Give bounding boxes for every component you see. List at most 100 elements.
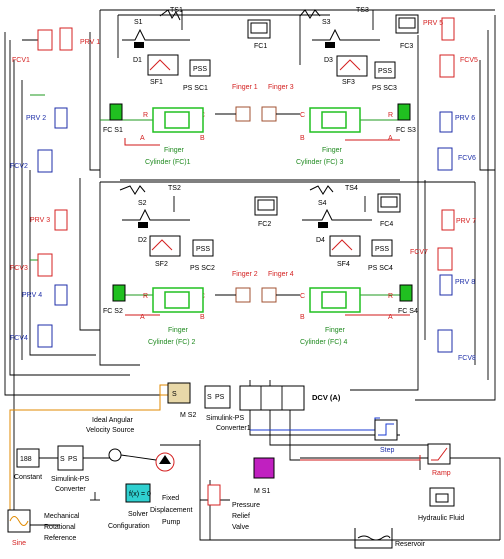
sine-label: Sine	[12, 540, 26, 547]
fcv1-label: FCV1	[12, 57, 30, 64]
prv6-valve[interactable]	[440, 112, 452, 132]
finger-cylinder-1[interactable]: FC S1 R C A B Finger Cylinder (FC)1	[103, 104, 205, 166]
dcv-label: DCV (A)	[312, 393, 341, 402]
converter-label: Converter	[55, 486, 86, 493]
pssc4-label: PS SC4	[368, 265, 393, 272]
svg-text:Ideal Angular: Ideal Angular	[92, 417, 134, 424]
fcs2-label: FC S2	[103, 308, 123, 315]
solver-label: Configuration	[108, 523, 150, 530]
hydraulic-fluid-label: Hydraulic Fluid	[418, 515, 464, 522]
svg-text:A: A	[388, 314, 393, 321]
sf1-label: SF1	[150, 79, 163, 86]
fcv2-valve[interactable]	[38, 150, 52, 172]
svg-text:B: B	[300, 135, 305, 142]
fc4-label: FC4	[380, 221, 393, 228]
svg-text:C: C	[300, 293, 305, 300]
left-valves: PRV 1 FCV1 PRV 2 FCV2 PRV 3 FCV3 PRV 4 F…	[10, 28, 100, 347]
svg-text:Finger: Finger	[322, 147, 343, 154]
svg-text:Displacement: Displacement	[150, 507, 192, 514]
mech-ref-label: Reference	[44, 535, 76, 542]
fcv5-label: FCV5	[460, 57, 478, 64]
ramp-label: Ramp	[432, 470, 451, 477]
finger-top-row: Finger 1 Finger 3	[215, 84, 300, 121]
prv1-valve[interactable]	[60, 28, 72, 50]
fcv8-valve[interactable]	[438, 330, 452, 352]
sf3-block[interactable]	[337, 56, 367, 76]
fcv5-valve[interactable]	[440, 55, 454, 77]
svg-text:PS: PS	[68, 456, 78, 463]
svg-text:C: C	[300, 112, 305, 119]
svg-text:R: R	[143, 293, 148, 300]
svg-text:Fixed: Fixed	[162, 495, 179, 502]
svg-text:PS: PS	[215, 394, 225, 401]
sf2-block[interactable]	[150, 236, 180, 256]
fc2-label: FC2	[258, 221, 271, 228]
prv3-label: PRV 3	[30, 217, 50, 224]
d2-label: D2	[138, 237, 147, 244]
sf3-label: SF3	[342, 79, 355, 86]
fcv1-valve[interactable]	[38, 30, 52, 50]
right-valves: PRV 5 FCV5 PRV 6 FCV6 PRV 7 FCV7 PRV 8 F…	[410, 18, 478, 362]
pssc3-label: PS SC3	[372, 85, 397, 92]
prv5-label: PRV 5	[423, 20, 443, 27]
fcs4-label: FC S4	[398, 308, 418, 315]
fcv4-valve[interactable]	[38, 325, 52, 347]
ms1-switch[interactable]	[254, 458, 274, 478]
svg-text:Simulink-PS: Simulink-PS	[51, 476, 89, 483]
svg-text:B: B	[300, 314, 305, 321]
svg-text:PSS: PSS	[378, 68, 392, 75]
sf2-label: SF2	[155, 261, 168, 268]
fcv7-valve[interactable]	[438, 248, 452, 270]
svg-text:Finger: Finger	[325, 327, 346, 334]
svg-text:PSS: PSS	[193, 66, 207, 73]
reservoir-label: Reservoir	[395, 541, 426, 548]
prv3-valve[interactable]	[55, 210, 67, 230]
svg-text:A: A	[140, 314, 145, 321]
finger-cylinder-3[interactable]: FC S3 C R B A Finger Cylinder (FC) 3	[296, 104, 416, 166]
svg-text:Finger: Finger	[164, 147, 185, 154]
finger4-label: Finger 4	[268, 271, 294, 278]
constant-value: 188	[20, 456, 32, 463]
prv7-label: PRV 7	[456, 218, 476, 225]
pssc1-label: PS SC1	[183, 85, 208, 92]
reservoir-tank[interactable]	[355, 528, 392, 548]
fcv7-label: FCV7	[410, 249, 428, 256]
fcv3-valve[interactable]	[38, 254, 52, 276]
fcv4-label: FCV4	[10, 335, 28, 342]
sensor-block-1: S1 TS1 FC1 D1 SF1 PSS PS SC1	[122, 7, 270, 92]
prv8-label: PRV 8	[455, 279, 475, 286]
fcv6-valve[interactable]	[438, 148, 452, 170]
sf4-block[interactable]	[330, 236, 360, 256]
svg-text:A: A	[388, 135, 393, 142]
prv7-valve[interactable]	[442, 210, 454, 230]
ts4-label: TS4	[345, 185, 358, 192]
fcs1-label: FC S1	[103, 127, 123, 134]
svg-text:B: B	[200, 314, 205, 321]
s1-label: S1	[134, 19, 143, 26]
prv2-label: PRV 2	[26, 115, 46, 122]
finger2-label: Finger 2	[232, 271, 258, 278]
fcv2-label: FCV2	[10, 163, 28, 170]
svg-text:S: S	[172, 391, 177, 398]
svg-text:B: B	[200, 135, 205, 142]
prv2-valve[interactable]	[55, 108, 67, 128]
svg-text:Pressure: Pressure	[232, 502, 260, 509]
finger1-label: Finger 1	[232, 84, 258, 91]
control-area: S M S2 S PS Simulink-PS Converter1 DCV (…	[8, 383, 464, 548]
hydraulic-fluid-block[interactable]	[430, 488, 454, 506]
prv1-label: PRV 1	[80, 39, 100, 46]
prv4-valve[interactable]	[55, 285, 67, 305]
prv5-valve[interactable]	[442, 18, 454, 40]
pressure-relief-valve[interactable]	[208, 485, 220, 505]
ramp-block[interactable]	[428, 444, 450, 464]
fcs3-label: FC S3	[396, 127, 416, 134]
cyl1-label: Cylinder (FC)1	[145, 159, 191, 166]
sf1-block[interactable]	[148, 55, 178, 75]
prv8-valve[interactable]	[440, 275, 452, 295]
svg-text:S: S	[207, 394, 212, 401]
dcv-valve[interactable]	[240, 386, 304, 410]
prv4-label: PRV 4	[22, 292, 42, 299]
sensor-block-2: TS2 S2 FC2 D2 SF2 PSS PS SC2	[120, 185, 277, 272]
svg-text:PSS: PSS	[196, 246, 210, 253]
